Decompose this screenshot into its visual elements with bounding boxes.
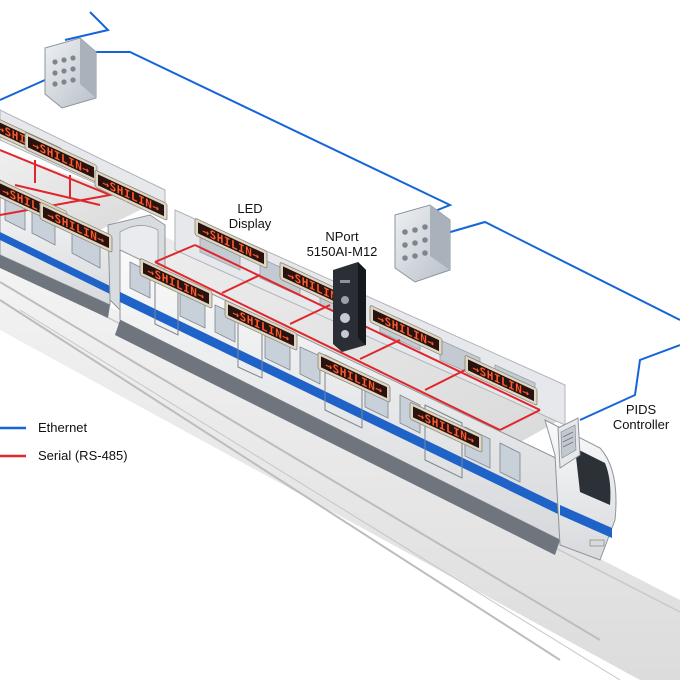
serial-wiring <box>0 149 541 431</box>
label-nport: NPort 5150AI-M12 <box>296 229 388 259</box>
legend-serial-label: Serial (RS-485) <box>38 448 128 463</box>
label-pids-line1: PIDS <box>625 402 657 417</box>
car2-stripe <box>120 292 560 515</box>
label-led-line1: LED <box>237 201 263 216</box>
ethernet-switch-1 <box>44 37 97 109</box>
label-nport-line2: 5150AI-M12 <box>306 244 378 259</box>
nport-device <box>333 262 366 352</box>
label-led-display: LED Display <box>222 201 278 231</box>
ethernet-switch-2 <box>394 204 451 283</box>
led-displays: →SHILIN→→SHILIN→→SHILIN→→SHILIN→→SHILIN→… <box>0 115 538 453</box>
label-nport-line1: NPort <box>325 229 359 244</box>
label-led-line2: Display <box>228 216 272 231</box>
legend-ethernet-label: Ethernet <box>38 420 88 435</box>
label-pids-line2: Controller <box>612 417 670 432</box>
pids-controller <box>557 417 581 469</box>
label-pids: PIDS Controller <box>602 402 680 432</box>
